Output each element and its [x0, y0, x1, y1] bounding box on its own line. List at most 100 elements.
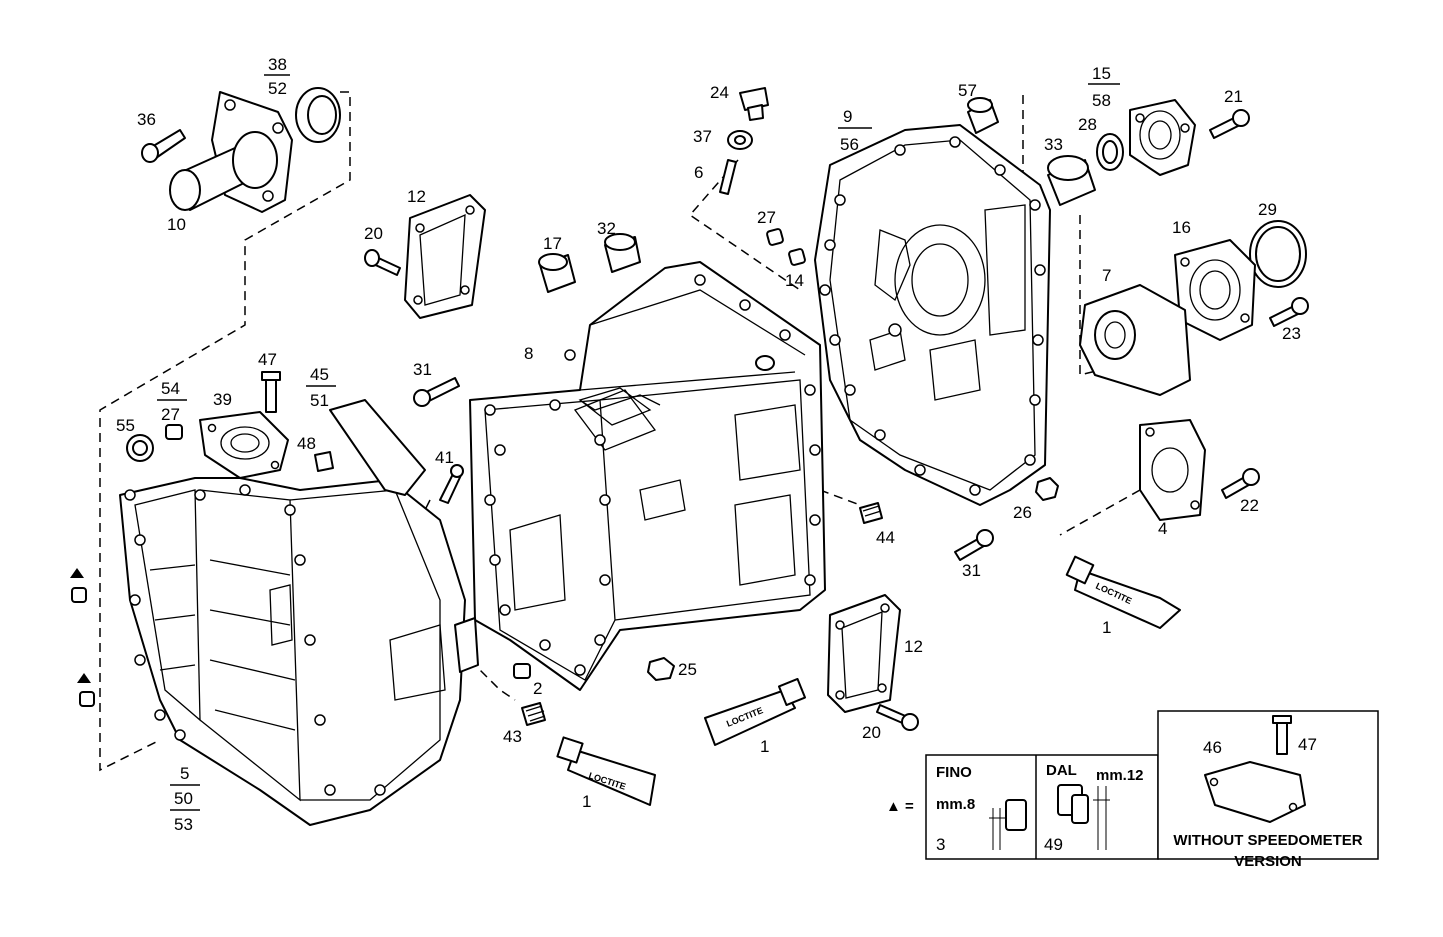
part-24-plug — [739, 87, 769, 121]
legend-dal-size: mm.12 — [1096, 767, 1144, 784]
callout-17: 17 — [543, 234, 562, 253]
callout-31-left: 31 — [413, 360, 432, 379]
part-33-bush — [1047, 155, 1096, 206]
callout-53: 53 — [174, 815, 193, 834]
callout-54: 54 — [161, 379, 180, 398]
inset-without-speedometer: 46 47 WITHOUT SPEEDOMETER VERSION — [1157, 710, 1379, 870]
callout-22: 22 — [1240, 496, 1259, 515]
callout-29: 29 — [1258, 200, 1277, 219]
part-2-pin — [513, 663, 531, 679]
part-39-cover-plate — [199, 411, 289, 479]
callout-56: 56 — [840, 135, 859, 154]
part-15-flange — [1129, 99, 1196, 176]
callout-23: 23 — [1282, 324, 1301, 343]
callout-labels: 38 52 36 10 12 20 17 32 24 37 6 27 14 8 … — [116, 55, 1301, 834]
part-41-bolt — [439, 464, 464, 504]
callout-38: 38 — [268, 55, 287, 74]
part-10-guide-sleeve — [169, 91, 293, 213]
part-37-washer — [727, 130, 753, 150]
part-44-spring — [859, 502, 883, 524]
callout-14: 14 — [785, 271, 804, 290]
callout-20-lower: 20 — [862, 723, 881, 742]
part-22-bolt — [1221, 468, 1260, 499]
callout-50: 50 — [174, 789, 193, 808]
part-31-bolt-left — [413, 377, 460, 407]
legend-marker: ▲ = — [886, 798, 914, 815]
callout-8: 8 — [524, 344, 533, 363]
part-12-lower-cover — [827, 594, 901, 713]
callout-33: 33 — [1044, 135, 1063, 154]
marker-pin-lower — [79, 691, 95, 707]
callout-15: 15 — [1092, 64, 1111, 83]
callout-28: 28 — [1078, 115, 1097, 134]
inset-bolt — [1272, 715, 1292, 755]
callout-25: 25 — [678, 660, 697, 679]
part-8-gearbox-housing — [469, 261, 826, 691]
callout-36: 36 — [137, 110, 156, 129]
callout-1-right: 1 — [1102, 618, 1111, 637]
callout-5: 5 — [180, 764, 189, 783]
part-54-pin — [165, 424, 183, 440]
callout-52: 52 — [268, 79, 287, 98]
part-27-pin — [766, 228, 784, 246]
callout-37: 37 — [693, 127, 712, 146]
part-25-nut — [647, 657, 675, 681]
part-21-bolt — [1209, 109, 1250, 139]
part-14-pin — [788, 248, 806, 266]
callout-39: 39 — [213, 390, 232, 409]
part-23-bolt — [1269, 297, 1309, 327]
callout-16: 16 — [1172, 218, 1191, 237]
part-38-seal-ring — [295, 87, 341, 143]
callout-20-upper: 20 — [364, 224, 383, 243]
legend-dal-title: DAL — [1046, 762, 1077, 779]
part-5-clutch-housing — [119, 477, 479, 826]
callout-21: 21 — [1224, 87, 1243, 106]
inset-caption-line2: VERSION — [1234, 853, 1302, 870]
legend-fino-size: mm.8 — [936, 796, 975, 813]
callout-27-left: 27 — [161, 405, 180, 424]
part-6-pin — [719, 159, 737, 195]
callout-24: 24 — [710, 83, 729, 102]
inset-callout-47: 47 — [1298, 735, 1317, 754]
callout-1-center: 1 — [760, 737, 769, 756]
dal-pin-icon — [1057, 784, 1110, 850]
part-26-nut — [1035, 477, 1059, 501]
callout-55: 55 — [116, 416, 135, 435]
callout-10: 10 — [167, 215, 186, 234]
part-47-bolt — [261, 371, 281, 413]
inset-callout-46: 46 — [1203, 738, 1222, 757]
callout-31-right: 31 — [962, 561, 981, 580]
callout-44: 44 — [876, 528, 895, 547]
part-29-o-ring — [1249, 220, 1307, 288]
part-31-bolt-right — [954, 529, 994, 561]
callout-26: 26 — [1013, 503, 1032, 522]
part-45-bracket — [329, 399, 426, 496]
part-48-clip — [314, 451, 334, 472]
callout-41: 41 — [435, 448, 454, 467]
callout-6: 6 — [694, 163, 703, 182]
callout-1-left: 1 — [582, 792, 591, 811]
callout-9: 9 — [843, 107, 852, 126]
callout-12-upper: 12 — [407, 187, 426, 206]
part-7-speedometer-housing — [1079, 284, 1191, 396]
part-1-loctite-tube-right: LOCTITE — [1065, 555, 1181, 629]
callout-51: 51 — [310, 391, 329, 410]
legend-fino-part: 3 — [936, 835, 945, 854]
part-17-bush — [538, 253, 576, 293]
part-57-bush — [967, 97, 999, 134]
part-20-bolt-upper — [364, 249, 401, 276]
part-9-rear-housing — [814, 124, 1051, 506]
part-1-loctite-tube-left: LOCTITE — [556, 736, 656, 806]
marker-pin-upper — [71, 587, 87, 603]
fino-pin-icon — [989, 799, 1027, 850]
part-28-ring — [1096, 133, 1124, 171]
callout-4: 4 — [1158, 519, 1167, 538]
part-12-upper-cover — [404, 194, 486, 319]
callout-27: 27 — [757, 208, 776, 227]
part-1-loctite-tube-center: LOCTITE — [704, 677, 807, 746]
part-20-bolt-lower — [876, 704, 919, 731]
callout-47: 47 — [258, 350, 277, 369]
callout-58: 58 — [1092, 91, 1111, 110]
callout-7: 7 — [1102, 266, 1111, 285]
